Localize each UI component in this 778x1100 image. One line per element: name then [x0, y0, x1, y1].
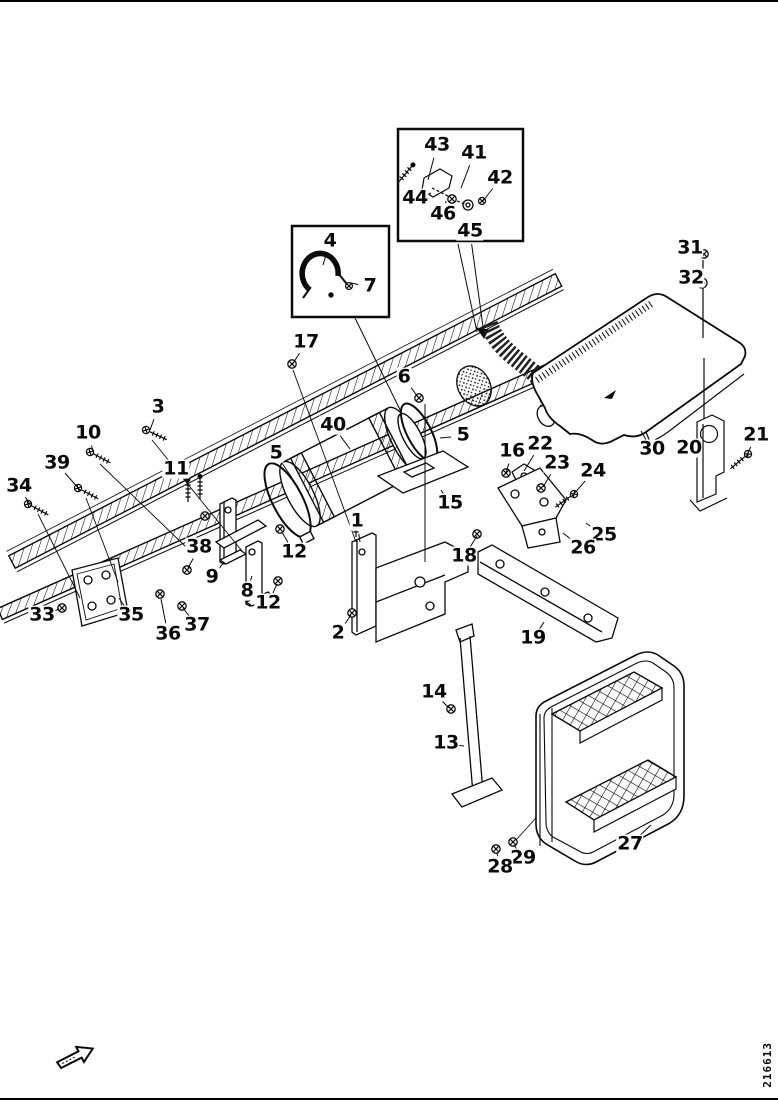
callout-30: 30: [638, 437, 666, 460]
callout-21: 21: [742, 423, 770, 446]
callout-15: 15: [436, 491, 464, 514]
callout-4: 4: [322, 229, 338, 252]
callout-38: 38: [185, 535, 213, 558]
callout-27: 27: [616, 832, 644, 855]
callout-28: 28: [486, 855, 514, 878]
callout-13: 13: [432, 731, 460, 754]
callout-8: 8: [239, 579, 255, 602]
callout-6: 6: [396, 365, 412, 388]
callout-3: 3: [150, 395, 166, 418]
callout-24: 24: [579, 459, 607, 482]
callout-40: 40: [319, 413, 347, 436]
callout-19: 19: [519, 626, 547, 649]
callout-20: 20: [675, 436, 703, 459]
callout-37: 37: [183, 613, 211, 636]
bracket-1: [347, 511, 469, 643]
callout-14: 14: [420, 680, 448, 703]
callout-36: 36: [154, 622, 182, 645]
callout-26: 26: [569, 536, 597, 559]
callout-33: 33: [28, 603, 56, 626]
callout-35: 35: [117, 603, 145, 626]
step-assembly-27: [490, 651, 685, 866]
callout-5: 5: [268, 441, 284, 464]
callout-45: 45: [456, 219, 484, 242]
cross-strap: [214, 519, 268, 549]
callout-43: 43: [423, 133, 451, 156]
muffler-assembly: [263, 402, 439, 545]
callout-42: 42: [486, 166, 514, 189]
callout-12: 12: [254, 591, 282, 614]
callout-12: 12: [280, 540, 308, 563]
bracket-20: [689, 414, 728, 512]
callout-44: 44: [401, 186, 429, 209]
bracket-19: [477, 544, 619, 643]
callout-17: 17: [292, 330, 320, 353]
callout-1: 1: [349, 509, 365, 532]
callout-29: 29: [509, 846, 537, 869]
callout-39: 39: [43, 451, 71, 474]
callout-10: 10: [74, 421, 102, 444]
callout-22: 22: [526, 432, 554, 455]
callout-2: 2: [330, 621, 346, 644]
callout-11: 11: [162, 457, 190, 480]
callout-25: 25: [590, 523, 618, 546]
callout-31: 31: [676, 236, 704, 259]
callout-41: 41: [460, 141, 488, 164]
frame-rail-upper: [6, 268, 564, 573]
alignment-lines: [37, 369, 546, 841]
callout-5: 5: [455, 423, 471, 446]
clamp-detail-art: [299, 250, 354, 299]
callout-16: 16: [498, 439, 526, 462]
callout-32: 32: [677, 266, 705, 289]
drawing-number: 216613: [761, 1042, 774, 1088]
callout-34: 34: [5, 474, 33, 497]
callout-18: 18: [450, 544, 478, 567]
callout-46: 46: [429, 202, 457, 225]
bracket-cluster-right: [472, 463, 580, 549]
hanger-shelf: [376, 450, 470, 494]
direction-arrow-icon: [55, 1045, 95, 1070]
callout-23: 23: [543, 451, 571, 474]
callout-7: 7: [362, 274, 378, 297]
support-leg-13: [446, 623, 504, 808]
callout-9: 9: [204, 565, 220, 588]
bracket-cluster-left: [57, 473, 285, 627]
